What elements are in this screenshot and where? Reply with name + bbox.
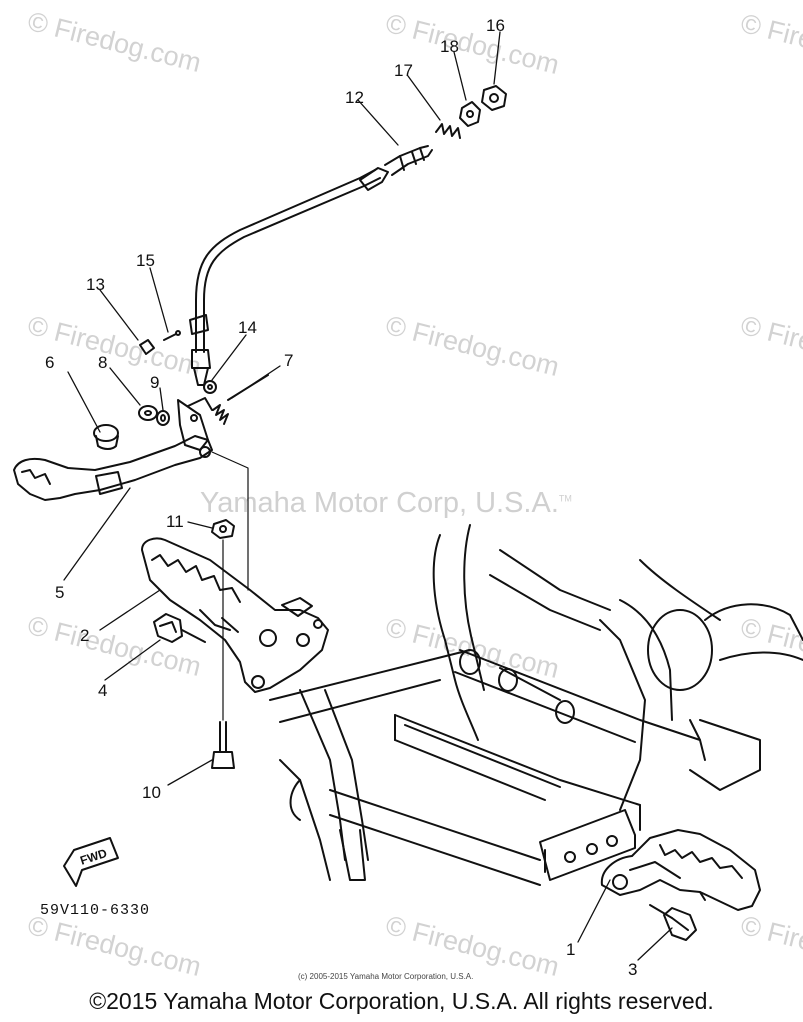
brake-cable-part-12 [189, 145, 433, 386]
spring-part-7 [212, 374, 269, 425]
watermark-tm: TM [558, 493, 572, 504]
spring-part-17 [435, 123, 461, 139]
cotter-pin-part-9 [156, 410, 170, 426]
small-copyright: (c) 2005-2015 Yamaha Motor Corporation, … [298, 972, 474, 981]
bolt-part-4 [153, 613, 206, 643]
callout-13: 13 [86, 275, 105, 294]
callout-14: 14 [238, 318, 257, 337]
callout-16: 16 [486, 16, 505, 35]
callout-9: 9 [150, 373, 159, 392]
callout-4: 4 [98, 681, 107, 700]
callout-17: 17 [394, 61, 413, 80]
callout-6: 6 [45, 353, 54, 372]
pin-part-13 [139, 339, 155, 355]
pedal-stopper-part-6 [93, 424, 119, 450]
callout-11: 11 [166, 512, 184, 531]
bolt-part-3 [649, 904, 697, 941]
leader-lines [63, 31, 673, 961]
callout-5: 5 [55, 583, 64, 602]
clip-part-14 [203, 380, 217, 394]
fwd-arrow [63, 837, 119, 887]
joint-part-18 [459, 101, 481, 127]
bolt-part-10 [211, 721, 235, 769]
callout-3: 3 [628, 960, 637, 979]
left-footrest-part-2 [141, 537, 329, 693]
joint-part-16 [481, 85, 507, 111]
copyright-footer: ©2015 Yamaha Motor Corporation, U.S.A. A… [89, 988, 714, 1014]
callout-8: 8 [98, 353, 107, 372]
washer-part-8 [138, 405, 158, 421]
assembly-guide-line [211, 451, 249, 591]
fwd-label: FWD [78, 846, 109, 868]
callout-2: 2 [80, 626, 89, 645]
callout-7: 7 [284, 351, 293, 370]
pin-part-15 [163, 330, 181, 341]
callout-18: 18 [440, 37, 459, 56]
brake-pedal-part-5 [13, 397, 213, 501]
callout-10: 10 [142, 783, 161, 802]
part-code: 59V110-6330 [40, 902, 151, 919]
watermark-yamaha: Yamaha Motor Corp, U.S.A.TM [200, 487, 572, 520]
callout-15: 15 [136, 251, 155, 270]
right-footrest-part-1 [600, 829, 761, 911]
watermark-yamaha-text: Yamaha Motor Corp, U.S.A. [200, 487, 559, 519]
callout-1: 1 [566, 940, 575, 959]
callout-12: 12 [345, 88, 364, 107]
frame-assembly [269, 524, 803, 886]
nut-part-11 [211, 519, 235, 539]
